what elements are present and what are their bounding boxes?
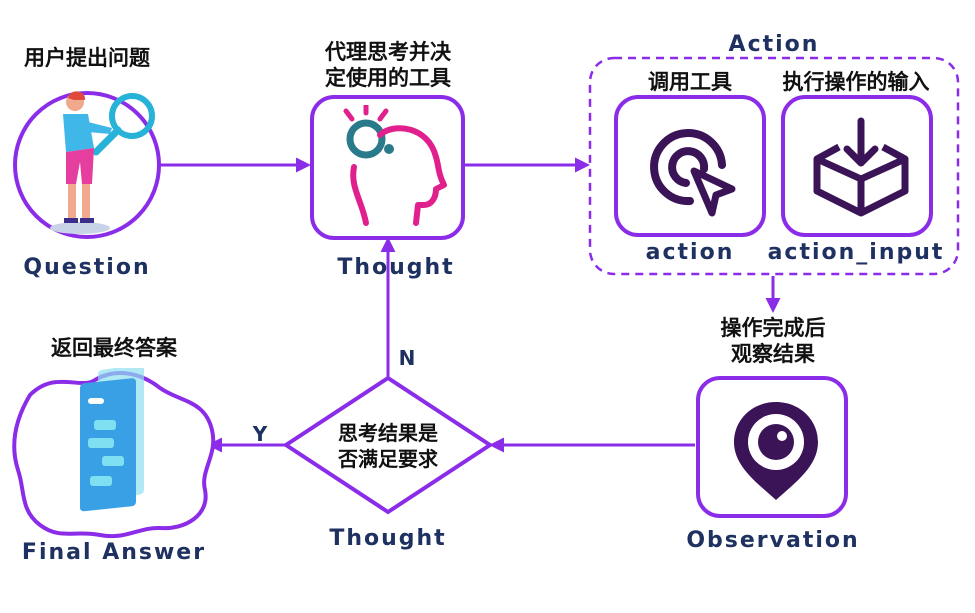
- box-download-icon: [809, 115, 913, 223]
- final-title: 返回最终答案: [51, 336, 177, 360]
- observation-title-line1: 操作完成后: [720, 316, 826, 340]
- question-caption: Question: [23, 255, 151, 280]
- magnifier-person-icon: [30, 88, 160, 238]
- action-input-title: 执行操作的输入: [782, 70, 930, 94]
- decision-no-label: N: [398, 346, 416, 370]
- eye-pin-icon: [728, 396, 824, 510]
- action-tool-box: [614, 95, 766, 237]
- decision-line2: 否满足要求: [338, 447, 438, 471]
- decision-yes-label: Y: [252, 422, 268, 446]
- action-input-box: [781, 95, 933, 237]
- observation-caption: Observation: [686, 528, 860, 553]
- action-group-title: Action: [728, 32, 820, 57]
- question-title: 用户提出问题: [24, 46, 150, 70]
- thought-top-caption: Thought: [337, 255, 455, 280]
- action-group-frame: [588, 56, 960, 276]
- decision-caption: Thought: [329, 526, 447, 551]
- action-input-caption: action_input: [767, 240, 945, 265]
- action-tool-caption: action: [645, 240, 735, 265]
- decision-line1: 思考结果是: [338, 421, 438, 445]
- thought-top-title-line1: 代理思考并决: [325, 40, 451, 64]
- thought-top-box: [310, 95, 465, 240]
- observation-title-line2: 观察结果: [731, 342, 815, 366]
- observation-box: [696, 376, 848, 518]
- chat-document-icon: [58, 364, 158, 518]
- head-thinking-icon: [332, 102, 447, 234]
- decision-diamond: [282, 375, 494, 515]
- cursor-click-icon: [644, 121, 744, 225]
- action-tool-title: 调用工具: [648, 70, 732, 94]
- thought-top-title-line2: 定使用的工具: [325, 66, 451, 90]
- final-caption: Final Answer: [21, 540, 207, 565]
